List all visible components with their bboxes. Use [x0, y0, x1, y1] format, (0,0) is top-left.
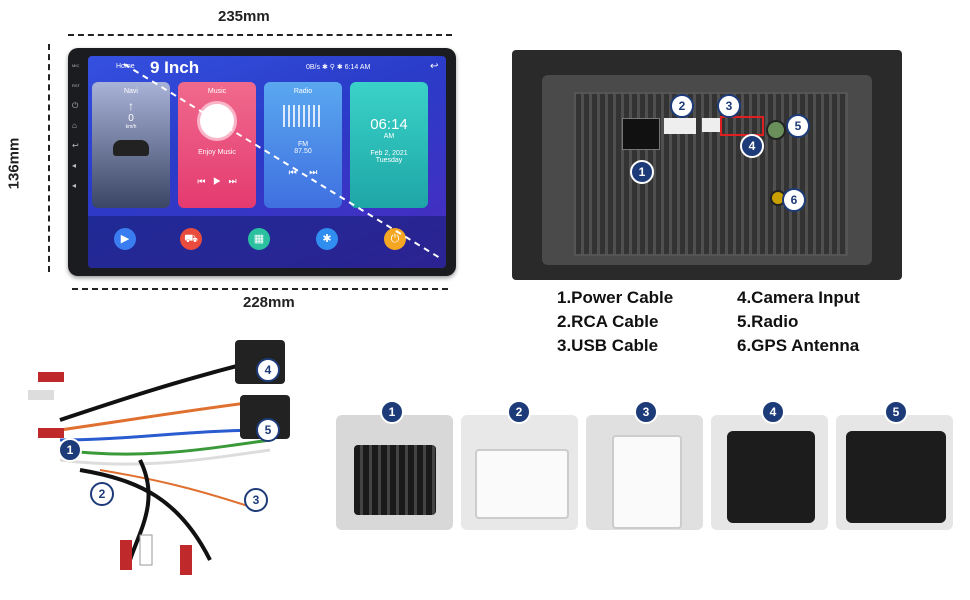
side-button-column: MIC RST ⏻ ⌂ ↩ ◂ ◂: [72, 62, 84, 202]
harness-badge-3: 3: [244, 488, 268, 512]
connector-photo-3: [586, 415, 703, 530]
bluetooth-icon[interactable]: ✱: [316, 228, 338, 250]
legend-left: 1.Power Cable 2.RCA Cable 3.USB Cable: [557, 288, 673, 360]
harness-badge-4: 4: [256, 358, 280, 382]
photo-badge-4: 4: [761, 400, 785, 424]
next-track-icon[interactable]: ⏭: [228, 176, 237, 186]
connector-photo-1: [336, 415, 453, 530]
height-dimension-label: 136mm: [5, 137, 23, 190]
connector-power-body: [354, 445, 436, 515]
prev-track-icon[interactable]: ⏮: [197, 176, 206, 186]
screen-size-title: 9 Inch: [150, 58, 200, 77]
navi-speed-unit: km/h: [125, 124, 137, 130]
wiring-harness: 1 2 3 4 5: [20, 320, 320, 590]
port-badge-2: 2: [670, 94, 694, 118]
port-badge-5: 5: [786, 114, 810, 138]
volume-down-icon[interactable]: ◂: [72, 181, 77, 190]
width-dimension-label: 235mm: [218, 8, 270, 25]
usb-port-a: [702, 118, 720, 132]
bottom-dimension-label: 228mm: [243, 294, 295, 311]
status-info: 0B/s ✱ ⚲ ✱ 6:14 AM: [306, 64, 371, 71]
car-image-icon: [113, 140, 149, 156]
legend-item-power: 1.Power Cable: [557, 288, 674, 307]
navi-arrow-icon: ↑: [128, 99, 134, 113]
legend-item-gps: 6.GPS Antenna: [737, 336, 860, 355]
clock-time: 06:14: [370, 116, 408, 133]
navi-speed: 0: [128, 113, 134, 124]
back-icon[interactable]: ↩: [72, 141, 79, 150]
photo-badge-3: 3: [634, 400, 658, 424]
navi-card[interactable]: Navi ↑ 0 km/h: [92, 82, 170, 208]
camera-port: [766, 120, 786, 140]
music-caption: Enjoy Music: [198, 149, 236, 156]
port-badge-6: 6: [782, 188, 806, 212]
usb-port-highlight: [720, 116, 764, 136]
photo-badge-2: 2: [507, 400, 531, 424]
diagonal-dimension-line: [123, 63, 441, 259]
play-icon[interactable]: ▶: [114, 228, 136, 250]
volume-up-icon[interactable]: ◂: [72, 161, 77, 170]
back-connector-area: [574, 92, 848, 256]
port-badge-4: 4: [740, 134, 764, 158]
home-label[interactable]: Home: [116, 63, 135, 70]
play-track-icon[interactable]: ▶: [212, 176, 222, 186]
rca-port: [664, 118, 696, 134]
bottom-dimension-line: [72, 288, 448, 290]
power-icon[interactable]: ⏻: [72, 101, 79, 110]
top-dimension-line: [68, 34, 452, 36]
power-port: [622, 118, 660, 150]
music-card[interactable]: Music Enjoy Music ⏮ ▶ ⏭: [178, 82, 256, 208]
harness-badge-5: 5: [256, 418, 280, 442]
car-icon[interactable]: ⛟: [180, 228, 202, 250]
clock-card: 06:14 AM Feb 2, 2021 Tuesday: [350, 82, 428, 208]
clock-day: Tuesday: [375, 157, 403, 164]
touch-screen[interactable]: Home 9 Inch 0B/s ✱ ⚲ ✱ 6:14 AM ↩ Navi ↑ …: [88, 56, 446, 268]
head-unit-back-panel: 1 2 3 4 5 6: [512, 50, 902, 280]
clock-date: Feb 2, 2021: [370, 150, 408, 157]
connector-photo-4: [711, 415, 828, 530]
radio-label: Radio: [293, 88, 313, 95]
connector-camera-body: [727, 431, 815, 523]
legend-right: 4.Camera Input 5.Radio 6.GPS Antenna: [737, 288, 860, 360]
port-badge-3: 3: [717, 94, 741, 118]
radio-frequency: 87.50: [294, 148, 312, 155]
connector-usb-body: [612, 435, 682, 529]
back-arrow-icon[interactable]: ↩: [430, 61, 439, 72]
navi-label: Navi: [123, 88, 138, 95]
connector-radio-body: [846, 431, 946, 523]
app-dock: ▶ ⛟ ▦ ✱ ⏻: [88, 216, 446, 268]
harness-badge-1: 1: [58, 438, 82, 462]
harness-badge-2: 2: [90, 482, 114, 506]
mic-label: MIC: [72, 63, 80, 68]
music-label: Music: [207, 88, 227, 95]
radio-card[interactable]: Radio FM 87.50 ⏮ ⏭: [264, 82, 342, 208]
radio-next-icon[interactable]: ⏭: [309, 167, 318, 177]
album-art-icon: [197, 101, 237, 141]
home-icon[interactable]: ⌂: [72, 121, 77, 130]
apps-icon[interactable]: ▦: [248, 228, 270, 250]
port-badge-1: 1: [630, 160, 654, 184]
connector-photo-2: [461, 415, 578, 530]
legend-item-camera: 4.Camera Input: [737, 288, 860, 307]
status-bar: Home 9 Inch 0B/s ✱ ⚲ ✱ 6:14 AM ↩: [88, 56, 446, 78]
radio-prev-icon[interactable]: ⏮: [288, 167, 297, 177]
rst-label: RST: [72, 83, 80, 88]
radio-band: FM: [297, 141, 309, 148]
legend-item-usb: 3.USB Cable: [557, 336, 659, 355]
radio-waveform-icon: [283, 105, 323, 127]
head-unit-front: MIC RST ⏻ ⌂ ↩ ◂ ◂ Home 9 Inch 0B/s ✱ ⚲ ✱…: [68, 48, 456, 276]
connector-rca-body: [475, 449, 569, 519]
legend-item-radio: 5.Radio: [737, 312, 799, 331]
connector-photo-5: [836, 415, 953, 530]
legend-item-rca: 2.RCA Cable: [557, 312, 659, 331]
clock-ampm: AM: [383, 133, 395, 140]
left-dimension-line: [48, 44, 50, 272]
photo-badge-1: 1: [380, 400, 404, 424]
photo-badge-5: 5: [884, 400, 908, 424]
